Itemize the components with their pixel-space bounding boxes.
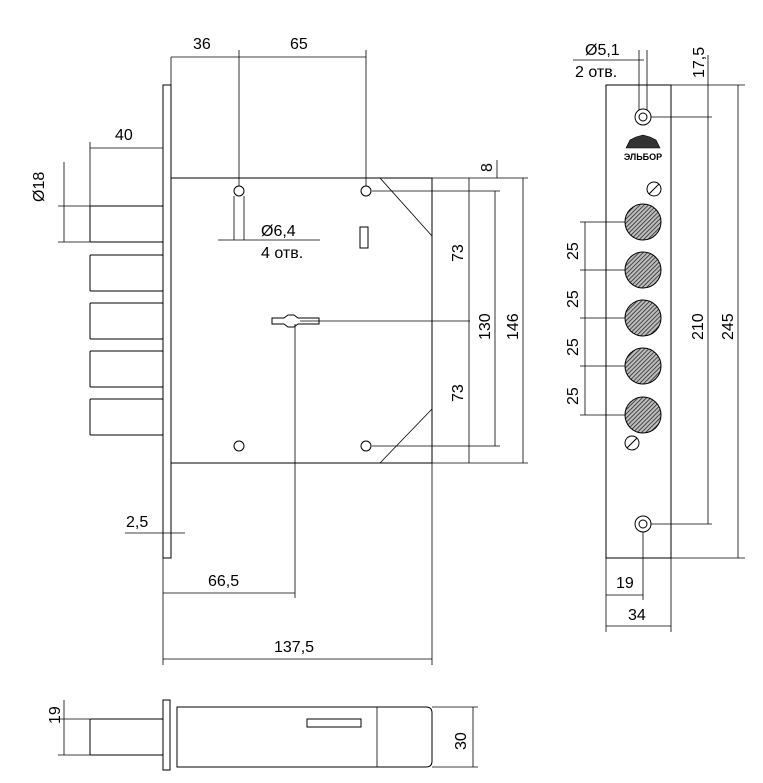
faceplate-dim-plate-length: 245 [720, 313, 737, 340]
bolt [89, 205, 164, 243]
dim-lower-half: 73 [450, 384, 467, 402]
faceplate [605, 84, 672, 559]
bottom-dim-thickness: 30 [453, 732, 470, 750]
bolt-face [624, 347, 662, 385]
bottom-view: 19 30 [47, 699, 478, 771]
faceplate-dim-hole-offset: 19 [616, 575, 634, 592]
faceplate-hole-count: 2 отв. [575, 64, 617, 81]
body-slot [359, 226, 369, 249]
side-dimension-labels: 36 65 40 Ø18 Ø6,4 4 отв. 8 73 73 130 146… [31, 36, 522, 656]
side-dimensions [58, 50, 528, 665]
bolt [89, 350, 164, 388]
faceplate-dim-top-offset: 17,5 [691, 47, 708, 78]
dim-top-right: 65 [290, 36, 308, 53]
bottom-dimension-labels: 19 30 [47, 706, 470, 750]
faceplate-hole-bottom [634, 515, 652, 533]
brand-logo: ЭЛЬБОР [624, 134, 662, 162]
mount-hole [360, 440, 372, 452]
bolt-face [624, 251, 662, 289]
dim-bolt-projection: 40 [115, 127, 133, 144]
bolt-spacing-1: 25 [565, 242, 582, 260]
bolt-face [624, 203, 662, 241]
bolt [89, 398, 164, 436]
dim-top-left: 36 [193, 36, 211, 53]
faceplate-view: ЭЛЬБОР [565, 42, 745, 632]
faceplate-bolts [624, 203, 662, 434]
mount-hole [360, 185, 372, 197]
keyhole [271, 314, 320, 328]
mount-hole [233, 440, 245, 452]
dim-holes-span: 130 [477, 313, 494, 340]
bolt [89, 302, 164, 340]
faceplate-hole-diameter: Ø5,1 [585, 42, 620, 59]
faceplate-dim-plate-width: 34 [628, 607, 646, 624]
bolt-spacing-2: 25 [565, 290, 582, 308]
lock-body [170, 177, 433, 464]
bottom-bolt [89, 718, 164, 756]
bottom-faceplate [162, 699, 171, 771]
dim-body-height: 146 [505, 313, 522, 340]
bottom-dimensions [58, 700, 478, 768]
faceplate-hole-top [634, 108, 652, 126]
side-bolts [89, 205, 164, 436]
bottom-dim-bolt-diameter: 19 [47, 706, 64, 724]
bolt-face [624, 396, 662, 434]
side-faceplate [162, 84, 172, 559]
screw-bottom [624, 435, 640, 451]
bottom-slot [306, 718, 362, 728]
cover-outline [379, 177, 433, 237]
faceplate-dimension-labels: Ø5,1 2 отв. 17,5 25 25 25 25 210 245 19 … [565, 42, 737, 624]
hole-count: 4 отв. [261, 245, 303, 262]
dim-upper-half: 73 [450, 244, 467, 262]
dim-body-width: 137,5 [274, 639, 314, 656]
dim-plate-thickness: 2,5 [126, 514, 148, 531]
screw-top [646, 181, 662, 197]
side-view: 36 65 40 Ø18 Ø6,4 4 отв. 8 73 73 130 146… [31, 36, 528, 665]
hole-diameter: Ø6,4 [261, 223, 296, 240]
dim-bolt-diameter: Ø18 [31, 172, 48, 202]
bolt [89, 254, 164, 292]
dim-backset: 66,5 [208, 573, 239, 590]
brand-name: ЭЛЬБОР [624, 152, 662, 162]
faceplate-dimensions [573, 50, 745, 632]
dim-top-offset: 8 [479, 163, 496, 172]
bolt-face [624, 299, 662, 337]
mount-hole [233, 185, 245, 197]
bolt-spacing-3: 25 [565, 338, 582, 356]
faceplate-dim-holes-distance: 210 [690, 313, 707, 340]
bottom-body [176, 706, 433, 768]
bolt-spacing-4: 25 [565, 387, 582, 405]
